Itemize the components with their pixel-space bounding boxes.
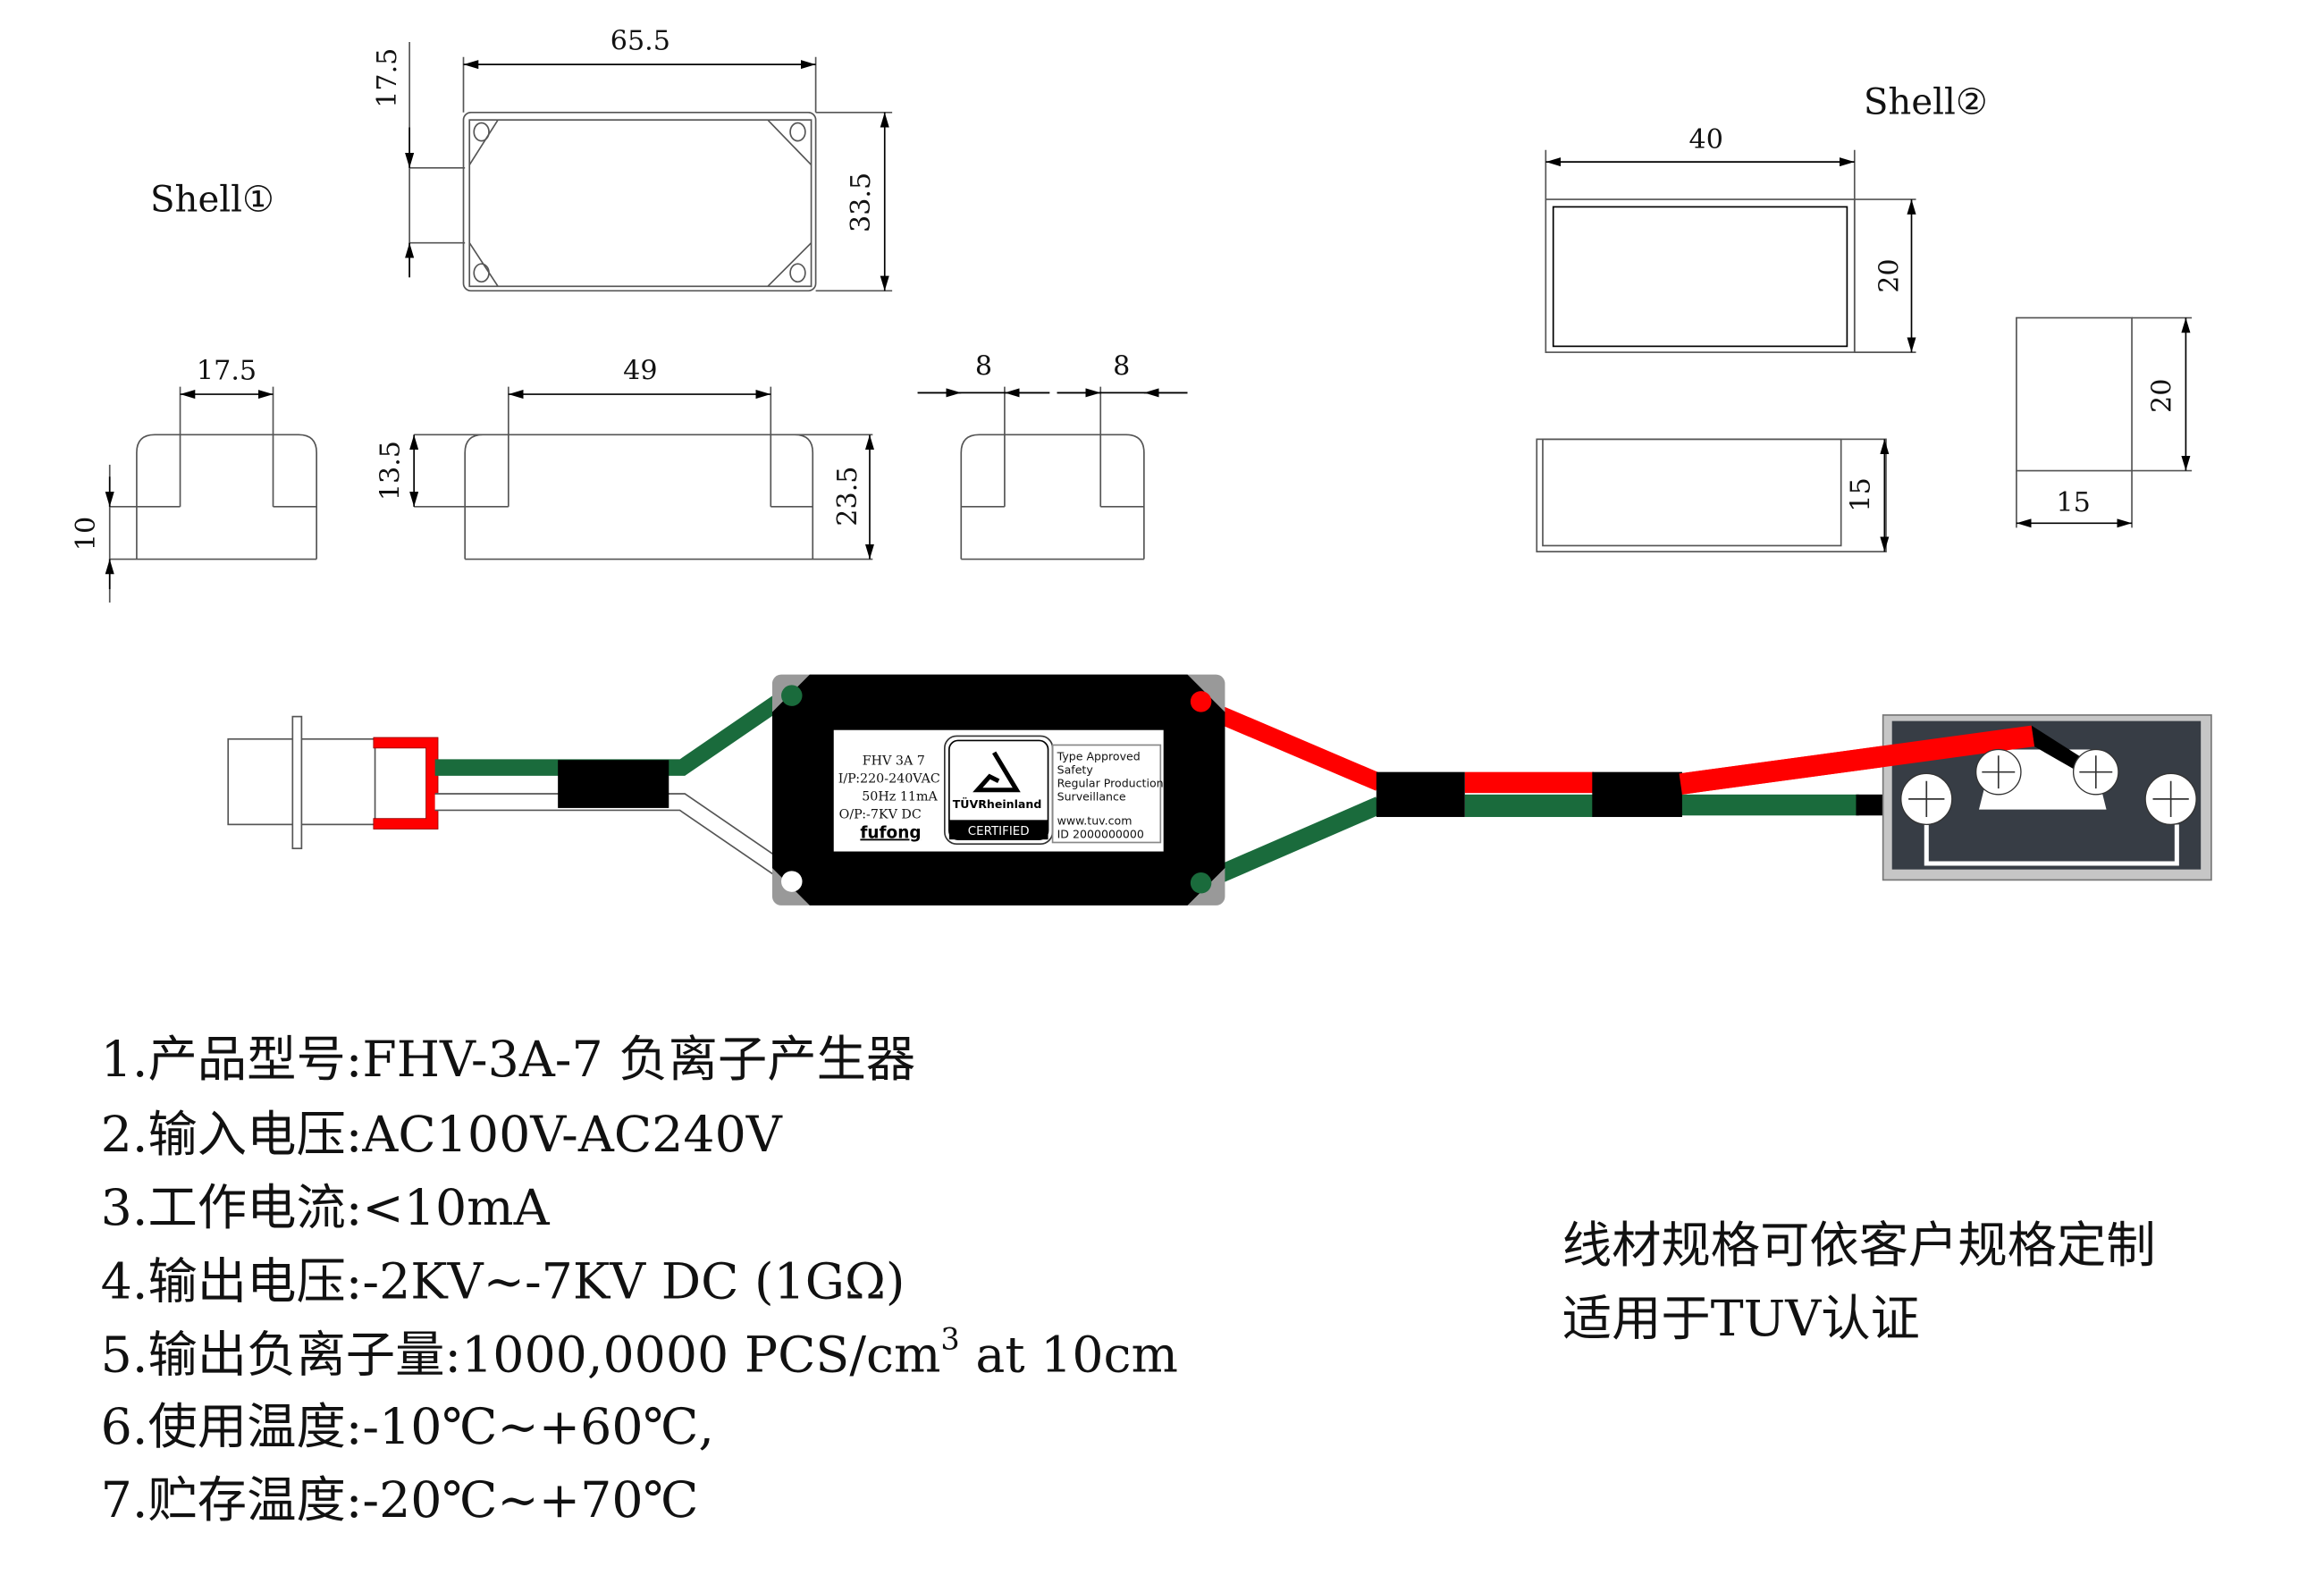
wire-sleeve	[1592, 771, 1682, 817]
label-output: O/P:-7KV DC	[839, 808, 922, 822]
dim-height: 33.5	[846, 173, 877, 232]
shell2-label: Shell②	[1864, 81, 1988, 122]
power-plug	[227, 715, 439, 850]
terminal-block	[1679, 714, 2212, 881]
spec-item: 4.输出电压:-2KV~-7KV DC (1GΩ)	[101, 1253, 905, 1310]
dim-inner-height: 13.5	[375, 441, 406, 501]
spec-item: 7.贮存温度:-20℃~+70℃	[101, 1472, 699, 1529]
spec-item: 1.产品型号:FHV-3A-7 负离子产生器	[101, 1032, 916, 1089]
dim-height: 23.5	[832, 467, 863, 526]
dim-width: 15	[2056, 487, 2090, 518]
tuv-certified: CERTIFIED	[968, 825, 1030, 838]
dim-height: 20	[1874, 258, 1905, 292]
dim-height: 15	[1846, 477, 1877, 511]
shell1-side-c: 8 8	[917, 350, 1188, 560]
shell2-drawing: Shell② 40 20 15 20 15	[1536, 81, 2193, 552]
device-label: FHV 3A 7 I/P:220-240VAC 50Hz 11mA O/P:-7…	[833, 729, 1164, 852]
dim-tab: 17.5	[372, 48, 403, 108]
shell1-drawing: Shell① 65.5 17.5 33.5 17.5 10 49 13.5 23…	[71, 25, 1188, 603]
wire-sleeve	[1376, 771, 1465, 817]
cert-id: ID 2000000000	[1057, 827, 1144, 840]
input-wires	[434, 686, 797, 885]
cert-url: www.tuv.com	[1057, 813, 1133, 827]
label-freq: 50Hz 11mA	[862, 790, 938, 804]
shell1-label: Shell①	[150, 179, 274, 220]
spec-item: 2.输入电压:AC100V-AC240V	[101, 1107, 783, 1164]
shell2-side-view: 15	[1536, 438, 1890, 552]
cert-line: Safety	[1057, 762, 1094, 776]
note-line: 适用于TUV认证	[1562, 1291, 1920, 1348]
dim-width: 65.5	[610, 25, 670, 56]
shell1-top-view: 65.5 17.5 33.5	[372, 25, 893, 292]
notes: 线材规格可依客户规格定制 适用于TUV认证	[1562, 1217, 2156, 1348]
dim-height: 20	[2147, 379, 2178, 413]
shell2-end-view: 20 15	[2016, 316, 2193, 528]
dim-left: 8	[975, 350, 992, 382]
dim-right: 8	[1113, 350, 1130, 382]
dim-width: 17.5	[197, 355, 257, 386]
tuv-triangle-icon	[973, 751, 1021, 793]
cert-line: Regular Production	[1057, 776, 1164, 789]
wire-sleeve	[558, 760, 669, 808]
device-illustration: FHV 3A 7 I/P:220-240VAC 50Hz 11mA O/P:-7…	[227, 674, 2212, 906]
spec-item: 5.输出负离子量:1000,0000 PCS/cm3 at 10cm	[101, 1321, 1178, 1384]
shell2-top-view: 40 20	[1545, 124, 1916, 353]
shell1-side-b: 49 13.5 23.5	[375, 355, 875, 560]
label-model: FHV 3A 7	[863, 754, 925, 768]
cert-line: Type Approved	[1057, 749, 1141, 762]
spec-item: 3.工作电流:<10mA	[101, 1180, 551, 1237]
spec-item: 6.使用温度:-10℃~+60℃,	[101, 1399, 714, 1456]
brand-logo: fufong	[860, 823, 921, 842]
dim-width: 49	[623, 355, 657, 386]
shell1-side-a: 17.5 10	[71, 355, 317, 603]
spec-list: 1.产品型号:FHV-3A-7 负离子产生器 2.输入电压:AC100V-AC2…	[101, 1032, 1178, 1529]
tuv-brand: TÜVRheinland	[953, 797, 1042, 811]
cert-line: Surveillance	[1057, 790, 1126, 804]
dim-height: 10	[71, 517, 102, 551]
dim-width: 40	[1689, 124, 1723, 156]
note-line: 线材规格可依客户规格定制	[1562, 1217, 2156, 1275]
label-input: I/P:220-240VAC	[838, 771, 940, 786]
